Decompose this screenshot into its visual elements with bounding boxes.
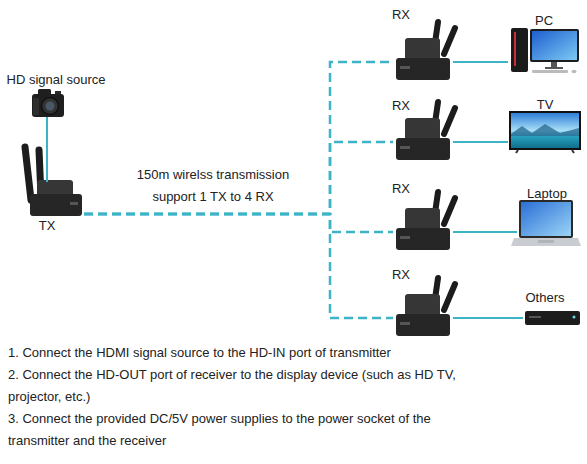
keyboard xyxy=(532,70,568,73)
receiver-device xyxy=(396,22,455,80)
tv-screen xyxy=(511,113,579,148)
wireless-link xyxy=(84,62,393,214)
camera-body xyxy=(32,94,64,117)
receiver-node: RX xyxy=(393,264,453,338)
hdmi-cable xyxy=(453,61,508,63)
instruction-list: 1. Connect the HDMI signal source to the… xyxy=(8,342,463,452)
hdmi-cable xyxy=(453,141,508,143)
pc-tower xyxy=(511,28,528,72)
device-base xyxy=(30,194,82,216)
device-label: TX xyxy=(39,218,56,233)
receiver-node: RX xyxy=(393,4,453,82)
wireless-link xyxy=(84,142,393,214)
hdmi-cable xyxy=(453,317,523,319)
monitor-frame xyxy=(530,29,579,62)
tv-leg xyxy=(516,150,518,153)
device-label: TV xyxy=(537,97,554,112)
display-device-node: PC xyxy=(508,10,582,76)
display-device-node: Others xyxy=(523,287,582,329)
device-label: Laptop xyxy=(527,186,567,201)
camera-grip xyxy=(33,98,39,115)
device-label: HD signal source xyxy=(7,72,106,87)
receiver-node: RX xyxy=(393,95,453,162)
media-box-icon xyxy=(525,311,580,325)
instruction-step: 2. Connect the HD-OUT port of receiver t… xyxy=(8,364,463,408)
device-label: PC xyxy=(535,13,553,28)
link-note: support 1 TX to 4 RX xyxy=(152,189,273,204)
antenna xyxy=(25,147,31,200)
instruction-step: 1. Connect the HDMI signal source to the… xyxy=(8,342,463,364)
media-box xyxy=(525,311,580,325)
tv-icon xyxy=(509,111,581,153)
device-label: RX xyxy=(392,98,410,113)
media-box-slot xyxy=(529,316,541,318)
laptop-frame xyxy=(519,200,573,238)
device-label: RX xyxy=(392,181,410,196)
device-port xyxy=(70,202,78,205)
instruction-step: 3. Connect the provided DC/5V power supp… xyxy=(8,408,463,452)
receiver-node: RX xyxy=(393,178,453,252)
signal-source-node: HD signal source xyxy=(0,68,112,117)
display-device-node: Laptop xyxy=(517,183,580,251)
device-label: Others xyxy=(525,290,564,305)
laptop-screen xyxy=(521,202,571,236)
laptop-trackpad xyxy=(538,240,554,243)
tv-frame xyxy=(509,111,581,150)
pc-light xyxy=(514,32,516,66)
tv-leg xyxy=(572,150,574,153)
link-note: 150m wirelss transmission xyxy=(137,167,289,182)
tv-mountains xyxy=(511,124,579,136)
transmitter-node: TX xyxy=(22,182,84,238)
laptop-base xyxy=(511,238,581,246)
wireless-link xyxy=(84,214,393,318)
laptop-icon xyxy=(511,200,581,246)
camera-glass xyxy=(46,102,55,111)
device-label: RX xyxy=(392,7,410,22)
monitor-base xyxy=(545,67,563,69)
wireless-link xyxy=(84,214,393,232)
camera-lens xyxy=(42,98,59,115)
mouse xyxy=(572,70,577,74)
display-device-node: TV xyxy=(508,95,582,155)
camera-icon xyxy=(32,89,64,117)
transmitter-device xyxy=(25,147,82,216)
monitor-stand xyxy=(551,62,557,67)
media-box-light xyxy=(573,316,576,319)
receiver-device xyxy=(396,278,455,336)
monitor-screen xyxy=(532,31,577,60)
hdmi-cable xyxy=(453,231,517,233)
hdmi-cable xyxy=(46,117,48,182)
receiver-device xyxy=(396,192,455,250)
device-label: RX xyxy=(392,267,410,282)
pc-icon xyxy=(511,28,579,73)
